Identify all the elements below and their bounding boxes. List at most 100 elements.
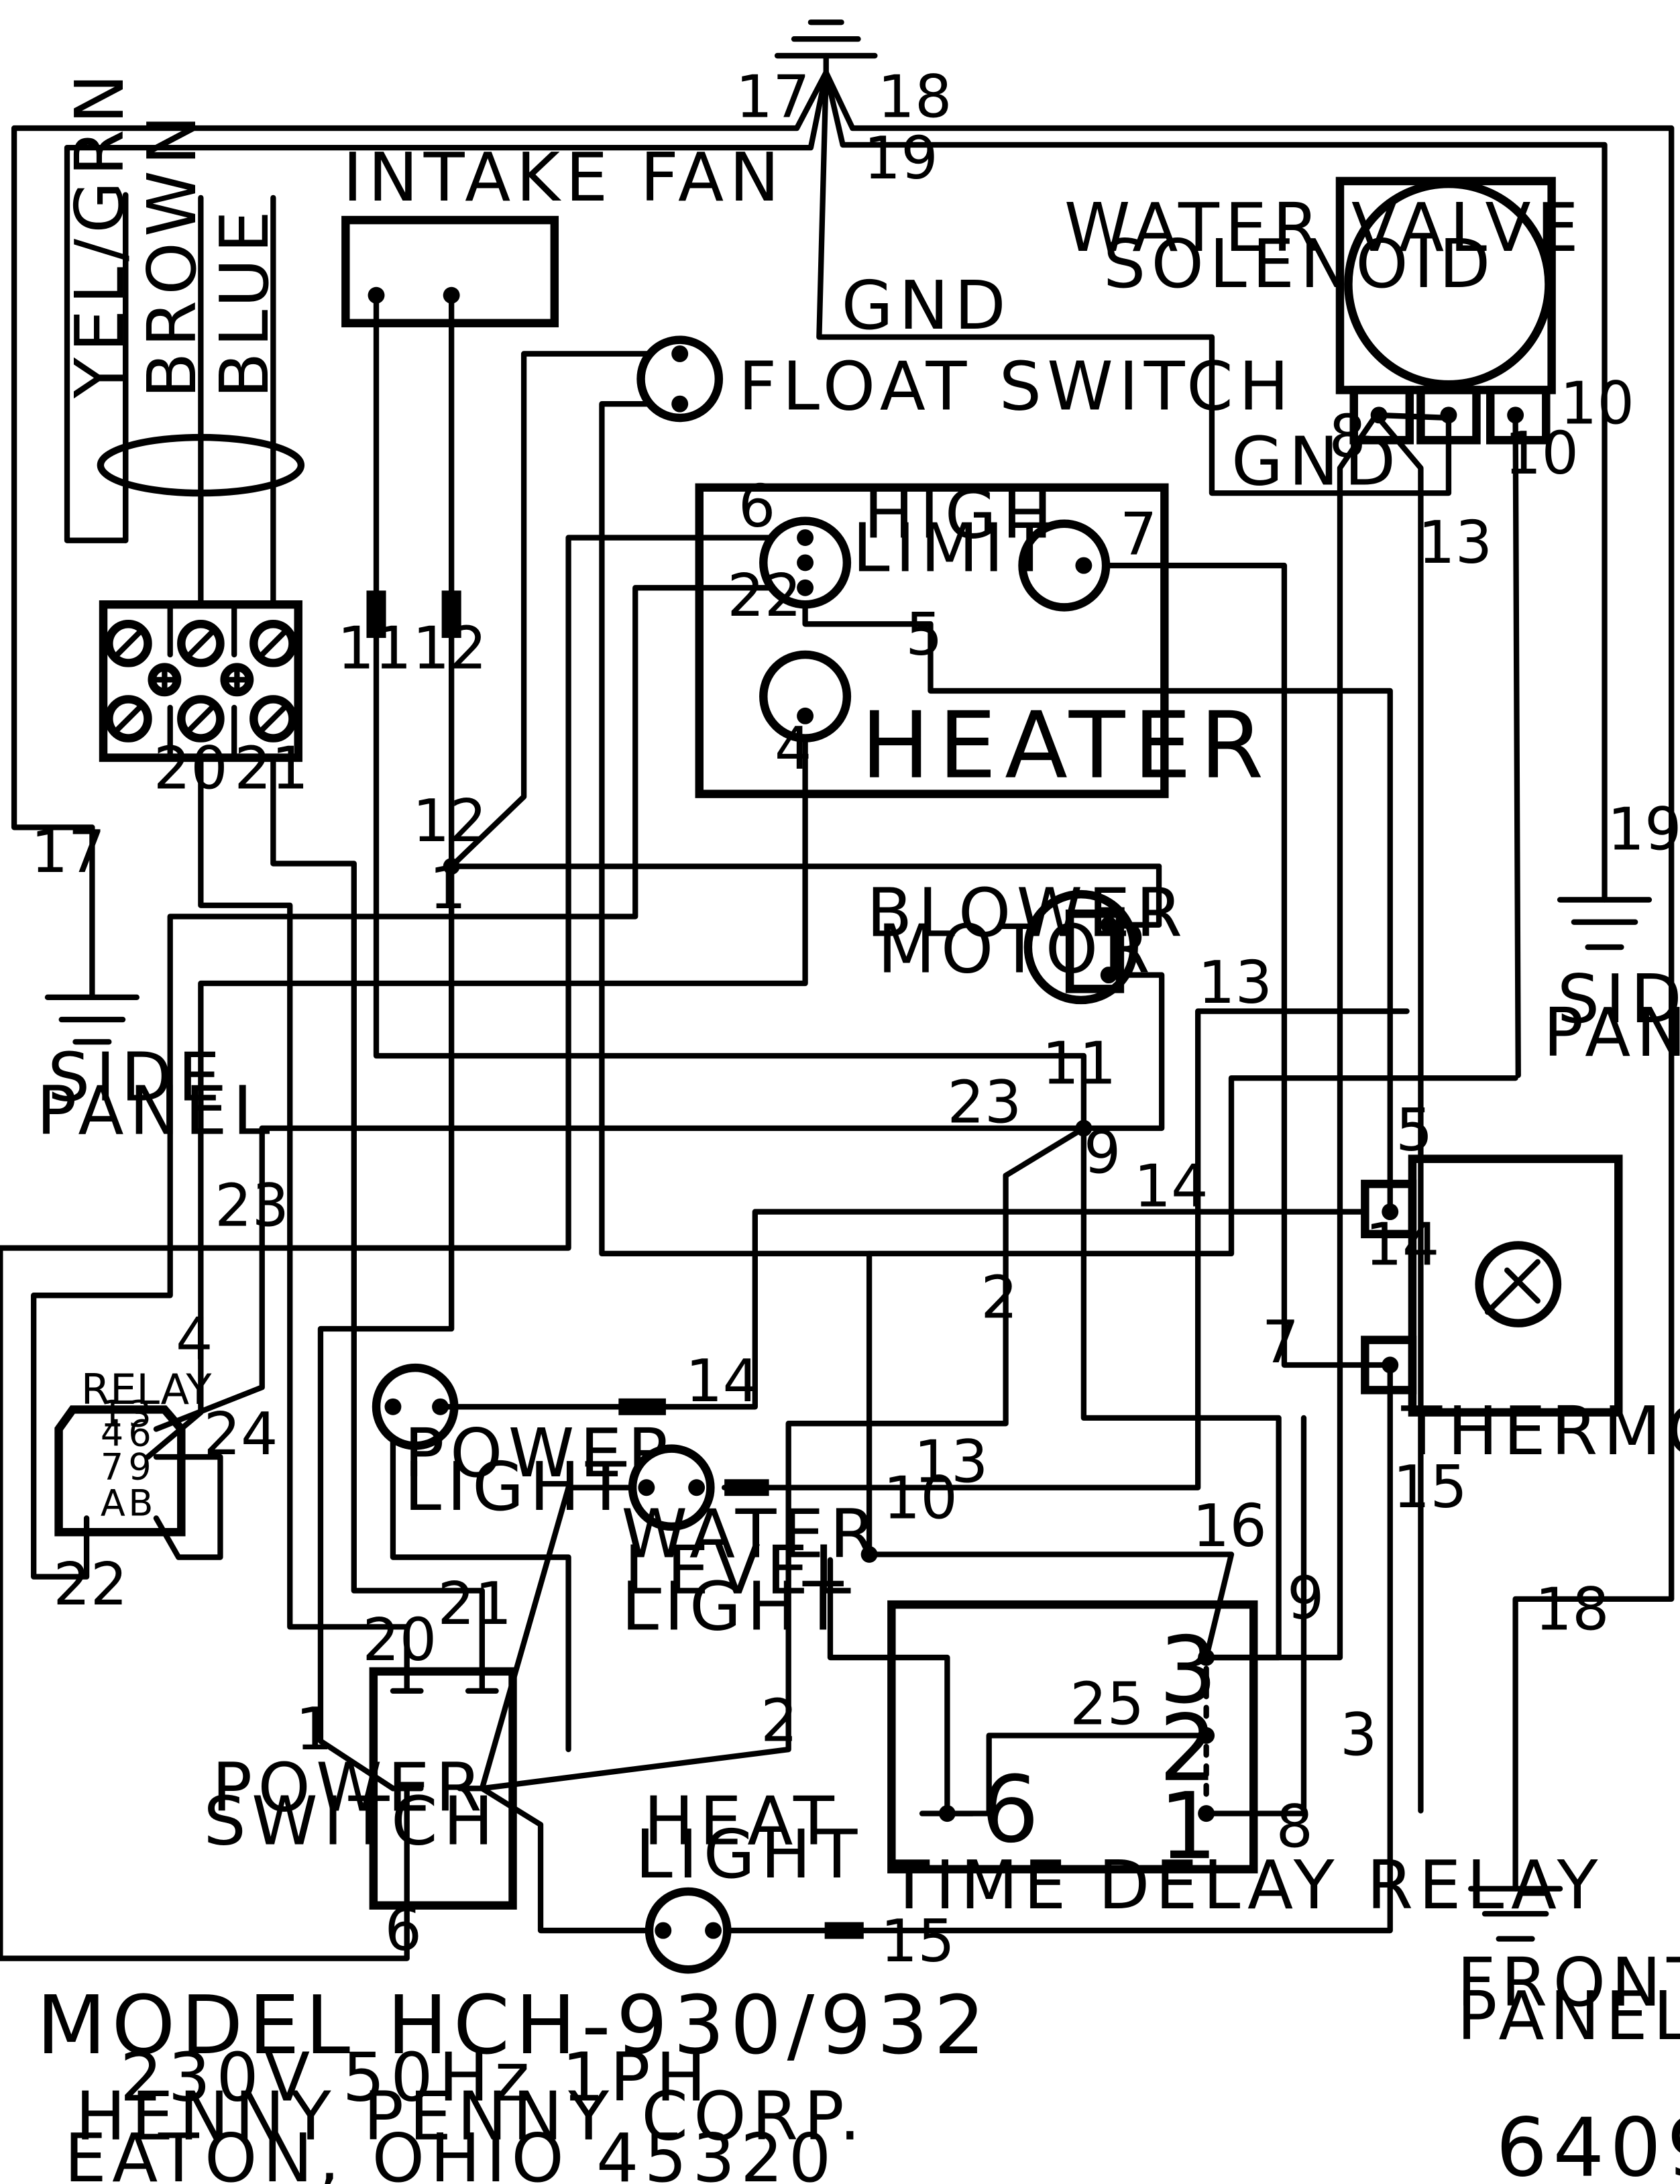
power-light: POWER LIGHT bbox=[372, 1363, 674, 1526]
time-delay-relay: 3 2 1 6 TIME DELAY RELAY bbox=[887, 1600, 1598, 1924]
wire-label: 22 bbox=[53, 1550, 127, 1619]
wire-label: 23 bbox=[947, 1069, 1021, 1137]
gnd-label-2: GND bbox=[1231, 423, 1401, 501]
wire-label: 23 bbox=[215, 1171, 289, 1240]
wire-label: 13 bbox=[1418, 508, 1492, 577]
water-level-light: WATER LEVEL LIGHT bbox=[621, 1444, 876, 1646]
side-panel-ground-left: SIDE PANEL bbox=[36, 994, 275, 1150]
power-light-label-2: LIGHT bbox=[404, 1448, 632, 1526]
intake-fan: INTAKE FAN bbox=[341, 138, 779, 639]
tdr-terminal-3: 3 bbox=[1159, 1618, 1226, 1725]
front-panel-ground: FRONT PANEL bbox=[1457, 1886, 1680, 2055]
blower-label-2: MOTOR bbox=[878, 910, 1156, 988]
relay-pin-1: 1 bbox=[101, 1393, 123, 1435]
wire-label: 10 bbox=[883, 1464, 958, 1532]
float-switch: FLOAT SWITCH bbox=[636, 335, 1289, 425]
cord-wire-blue: BLUE bbox=[205, 205, 284, 398]
relay-pin-9: 9 bbox=[128, 1445, 151, 1488]
relay-pin-6: 6 bbox=[128, 1412, 151, 1454]
tdr-terminal-2: 2 bbox=[1159, 1696, 1226, 1802]
wire-label: 7 bbox=[1262, 1308, 1299, 1376]
wire-label: 20 bbox=[362, 1606, 437, 1674]
wire-label: 2 bbox=[761, 1687, 797, 1755]
side-panel-ground-right: SIDE PANEL bbox=[1543, 897, 1680, 1072]
tdr-terminal-1: 1 bbox=[1159, 1773, 1226, 1880]
cord-wire-yelgrn: YEL/GRN bbox=[60, 68, 139, 399]
water-valve-label-2: SOLENOID bbox=[1103, 225, 1496, 303]
wire-label: 12 bbox=[412, 787, 487, 855]
company-text: HENNY PENNY CORP. bbox=[75, 2077, 866, 2156]
wire-label: 19 bbox=[864, 124, 938, 193]
power-switch: POWER SWITCH bbox=[204, 1667, 517, 1910]
wire-label: 13 bbox=[1198, 948, 1272, 1017]
relay-pin-3: 3 bbox=[128, 1393, 151, 1435]
wire-label: 9 bbox=[1084, 1118, 1121, 1187]
relay-pin-a: A bbox=[101, 1482, 125, 1524]
wire-layer bbox=[0, 19, 1675, 1961]
heat-light-label-2: LIGHT bbox=[635, 1815, 862, 1894]
side-panel-left-2: PANEL bbox=[36, 1071, 275, 1150]
wire-label: 5 bbox=[905, 600, 942, 669]
wire-label: 9 bbox=[1287, 1564, 1324, 1633]
heat-light: HEAT LIGHT bbox=[635, 1782, 864, 1974]
power-switch-label-2: SWITCH bbox=[204, 1782, 500, 1860]
water-valve-label-1: WATER VALVE bbox=[1064, 188, 1584, 267]
wire-label: 14 bbox=[685, 1347, 760, 1415]
heater: HIGH LIMIT HEATER bbox=[695, 476, 1272, 800]
relay-pin-b: B bbox=[128, 1482, 153, 1524]
water-level-label-2: LEVEL bbox=[624, 1531, 857, 1610]
power-spec-text: 230V 50Hz 1PH bbox=[120, 2038, 712, 2116]
wire-label: 14 bbox=[1365, 1210, 1439, 1278]
wire-label: 11 bbox=[1042, 1030, 1117, 1098]
thermostat: THERMOSTAT bbox=[1361, 1154, 1680, 1470]
wire-label: 21 bbox=[437, 1570, 512, 1638]
wire-label: 10 bbox=[1504, 419, 1579, 488]
side-panel-left-1: SIDE bbox=[48, 1038, 226, 1116]
terminal-block bbox=[99, 600, 302, 762]
side-panel-right-2: PANEL bbox=[1543, 993, 1680, 1072]
location-text: EATON, OHIO 45320 bbox=[64, 2119, 837, 2184]
water-valve-solenoid: WATER VALVE SOLENOID bbox=[1064, 176, 1584, 445]
wire-label: 8 bbox=[1276, 1792, 1312, 1861]
wire-label: 6 bbox=[738, 472, 775, 541]
wire-label: 7 bbox=[1120, 500, 1157, 568]
wire-label: 4 bbox=[775, 714, 811, 783]
cord-wire-brown: BROWN bbox=[133, 109, 211, 398]
junction-dots bbox=[443, 858, 1093, 1563]
blower-label-1: BLOWER bbox=[866, 873, 1188, 952]
blower-motor: BLOWER MOTOR bbox=[866, 873, 1188, 1005]
wire-label: 17 bbox=[31, 818, 105, 886]
wire-label: 25 bbox=[1070, 1670, 1144, 1739]
heat-light-label-1: HEAT bbox=[644, 1782, 840, 1860]
side-panel-right-1: SIDE bbox=[1557, 960, 1680, 1038]
wire-label: 5 bbox=[1396, 1096, 1433, 1164]
model-text: MODEL HCH-930/932 bbox=[36, 1979, 991, 2073]
gnd-label-1: GND bbox=[842, 266, 1011, 345]
wire-label: 18 bbox=[1535, 1576, 1610, 1644]
tdr-terminal-6: 6 bbox=[981, 1757, 1048, 1863]
wire-label: 24 bbox=[204, 1400, 278, 1468]
wire-label: 21 bbox=[234, 734, 309, 802]
relay-label: RELAY bbox=[81, 1365, 213, 1414]
wire-label: 19 bbox=[1608, 796, 1680, 864]
wire-label: 14 bbox=[1134, 1152, 1209, 1220]
wire-label: 11 bbox=[337, 614, 412, 683]
wire-label: 18 bbox=[878, 62, 952, 131]
wire-label: 3 bbox=[1340, 1700, 1377, 1769]
wire-label: 22 bbox=[727, 561, 801, 630]
heater-label: HEATER bbox=[861, 693, 1272, 800]
power-switch-label-1: POWER bbox=[212, 1748, 488, 1826]
high-limit-label-1: HIGH bbox=[864, 476, 1058, 554]
wire-label: 15 bbox=[1393, 1453, 1467, 1521]
power-cord: YEL/GRN BROWN BLUE bbox=[60, 68, 305, 543]
drawing-number: 64092 bbox=[1496, 2101, 1680, 2184]
wire-label: 16 bbox=[1192, 1492, 1267, 1560]
wire-number-labels: 17 18 19 17 19 18 10 10 8 13 6 7 22 5 4 … bbox=[31, 62, 1680, 1975]
water-level-label-3: LIGHT bbox=[621, 1568, 848, 1646]
front-panel-label-2: PANEL bbox=[1457, 1977, 1680, 2055]
wire-label: 10 bbox=[1560, 369, 1634, 437]
wire-label: 13 bbox=[914, 1427, 989, 1496]
thermostat-label: THERMOSTAT bbox=[1400, 1392, 1680, 1470]
wire-label: 4 bbox=[176, 1305, 213, 1374]
